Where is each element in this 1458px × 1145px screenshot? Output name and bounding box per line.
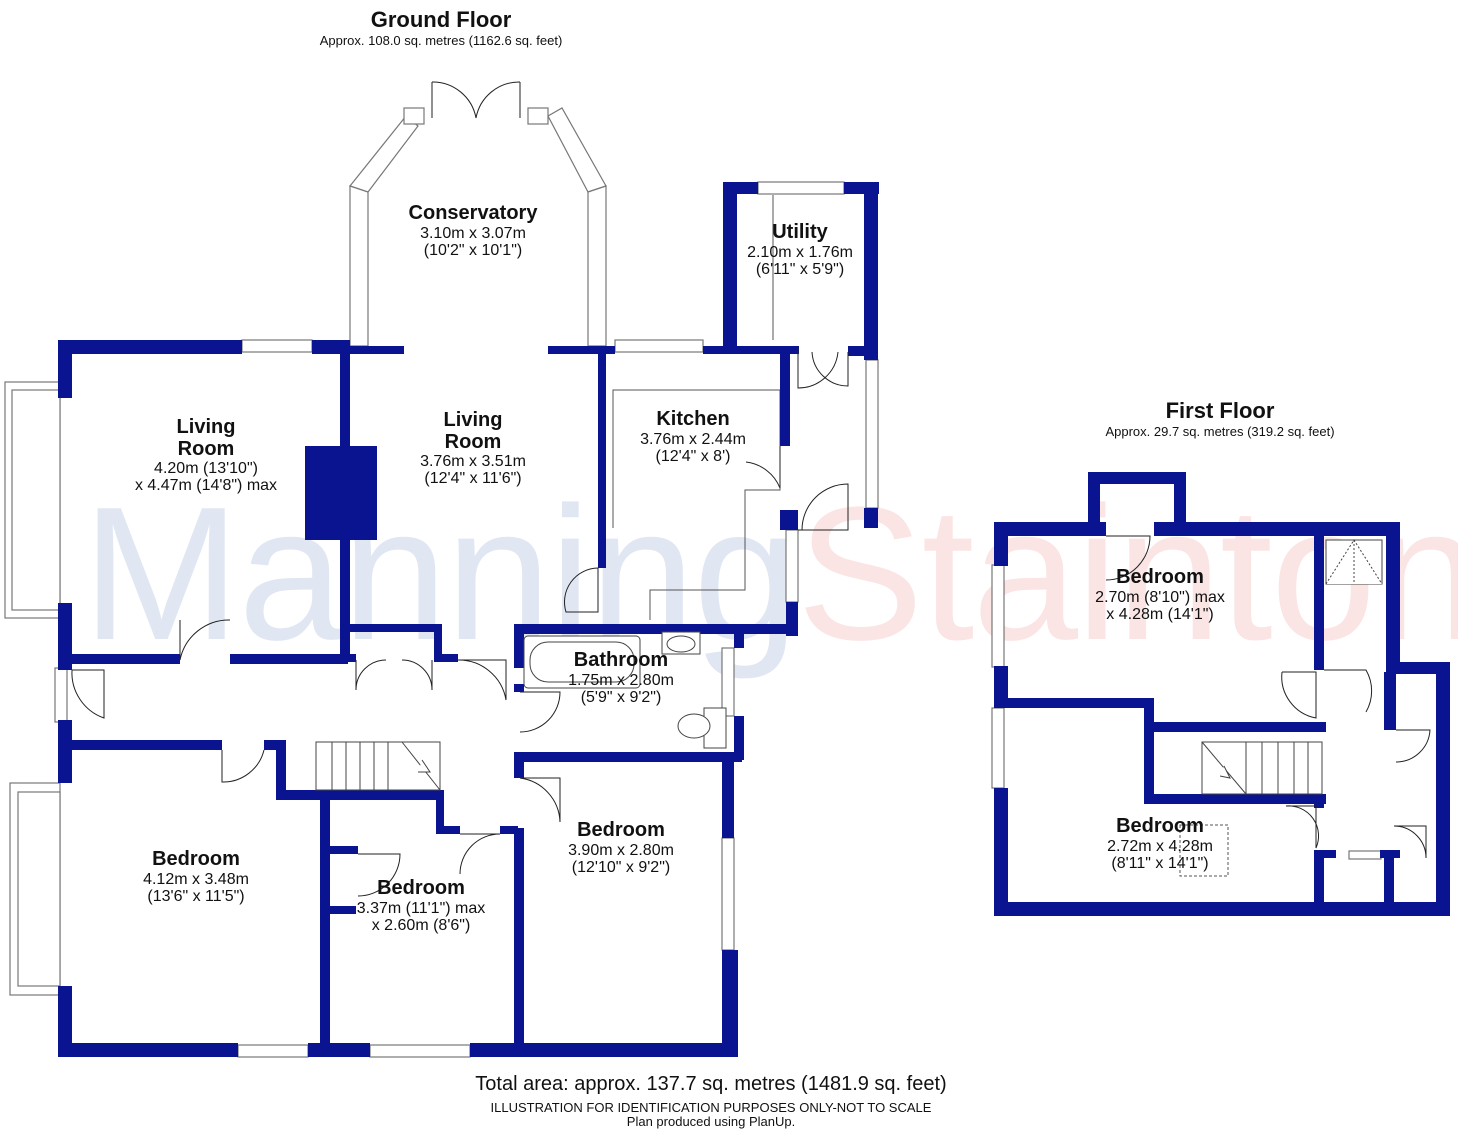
room-label-first-bedroom-bottom: Bedroom 2.72m x 4.28m (8'11" x 14'1") xyxy=(1107,815,1213,872)
planup-credit: Plan produced using PlanUp. xyxy=(626,1113,796,1129)
room-name: Utility xyxy=(772,221,828,243)
room-dimension: (10'2" x 10'1") xyxy=(423,241,523,259)
room-label-living-room-left: Living Room 4.20m (13'10") x 4.47m (14'8… xyxy=(134,416,278,495)
room-name: Room xyxy=(444,430,502,453)
total-area: Total area: approx. 137.7 sq. metres (14… xyxy=(475,1073,947,1095)
room-name: Kitchen xyxy=(656,408,730,430)
room-dimension: (12'4" x 11'6") xyxy=(424,470,522,488)
room-dimension: 1.75m x 2.80m xyxy=(568,671,674,689)
doors xyxy=(71,81,1431,897)
walls xyxy=(58,182,1450,1057)
stairs-first xyxy=(1201,741,1323,795)
room-name: Conservatory xyxy=(408,202,538,224)
ground-floor-area: Approx. 108.0 sq. metres (1162.6 sq. fee… xyxy=(319,32,563,48)
room-label-utility: Utility 2.10m x 1.76m (6'11" x 5'9") xyxy=(747,221,853,278)
room-name: Bedroom xyxy=(152,848,240,870)
interior-thin-lines xyxy=(612,195,1229,877)
room-name: Bathroom xyxy=(573,649,669,671)
room-dimension: 3.10m x 3.07m xyxy=(420,224,526,242)
room-name: Bedroom xyxy=(1116,566,1204,588)
first-floor-area: Approx. 29.7 sq. metres (319.2 sq. feet) xyxy=(1105,423,1335,439)
room-dimension: (12'10" x 9'2") xyxy=(571,858,671,876)
stairs-ground xyxy=(315,741,441,791)
windows xyxy=(4,107,1382,1058)
room-dimension: (12'4" x 8') xyxy=(655,447,731,465)
ground-floor-title: Ground Floor xyxy=(370,7,512,32)
room-label-kitchen: Kitchen 3.76m x 2.44m (12'4" x 8') xyxy=(640,408,746,465)
room-dimension: 2.70m (8'10") max xyxy=(1095,588,1225,606)
fixtures xyxy=(523,539,1383,749)
room-dimension: (5'9" x 9'2") xyxy=(580,688,662,706)
room-label-first-bedroom-top: Bedroom 2.70m (8'10") max x 4.28m (14'1"… xyxy=(1095,566,1225,623)
room-dimension: x 4.47m (14'8") max xyxy=(134,477,278,495)
room-dimension: (13'6" x 11'5") xyxy=(147,887,245,905)
room-label-conservatory: Conservatory 3.10m x 3.07m (10'2" x 10'1… xyxy=(408,202,538,259)
room-dimension: x 4.28m (14'1") xyxy=(1106,605,1214,623)
room-name: Living xyxy=(176,416,236,438)
room-name: Bedroom xyxy=(1116,815,1204,837)
room-dimension: 3.37m (11'1") max xyxy=(356,899,486,917)
room-dimension: 2.10m x 1.76m xyxy=(747,243,853,261)
room-dimension: x 2.60m (8'6") xyxy=(371,916,471,934)
room-dimension: 2.72m x 4.28m xyxy=(1107,837,1213,855)
room-label-living-room-centre: Living Room 3.76m x 3.51m (12'4" x 11'6"… xyxy=(420,409,526,488)
disclaimer: ILLUSTRATION FOR IDENTIFICATION PURPOSES… xyxy=(490,1099,932,1115)
room-label-bedroom-right: Bedroom 3.90m x 2.80m (12'10" x 9'2") xyxy=(568,819,674,876)
room-dimension: (6'11" x 5'9") xyxy=(755,260,845,278)
room-dimension: 3.90m x 2.80m xyxy=(568,841,674,859)
footer: Total area: approx. 137.7 sq. metres (14… xyxy=(475,1073,947,1129)
room-dimension: 3.76m x 3.51m xyxy=(420,453,526,471)
room-dimension: 3.76m x 2.44m xyxy=(640,430,746,448)
room-name: Bedroom xyxy=(577,819,665,841)
room-dimension: (8'11" x 14'1") xyxy=(1111,854,1209,872)
room-name: Living xyxy=(443,409,503,431)
room-label-bedroom-middle: Bedroom 3.37m (11'1") max x 2.60m (8'6") xyxy=(356,877,486,934)
room-label-bathroom: Bathroom 1.75m x 2.80m (5'9" x 9'2") xyxy=(568,649,674,706)
room-label-bedroom-left: Bedroom 4.12m x 3.48m (13'6" x 11'5") xyxy=(143,848,249,905)
room-dimension: 4.12m x 3.48m xyxy=(143,870,249,888)
room-dimension: 4.20m (13'10") xyxy=(154,460,258,478)
room-name: Room xyxy=(177,437,235,460)
first-floor-title: First Floor xyxy=(1165,398,1275,423)
room-name: Bedroom xyxy=(377,877,465,899)
